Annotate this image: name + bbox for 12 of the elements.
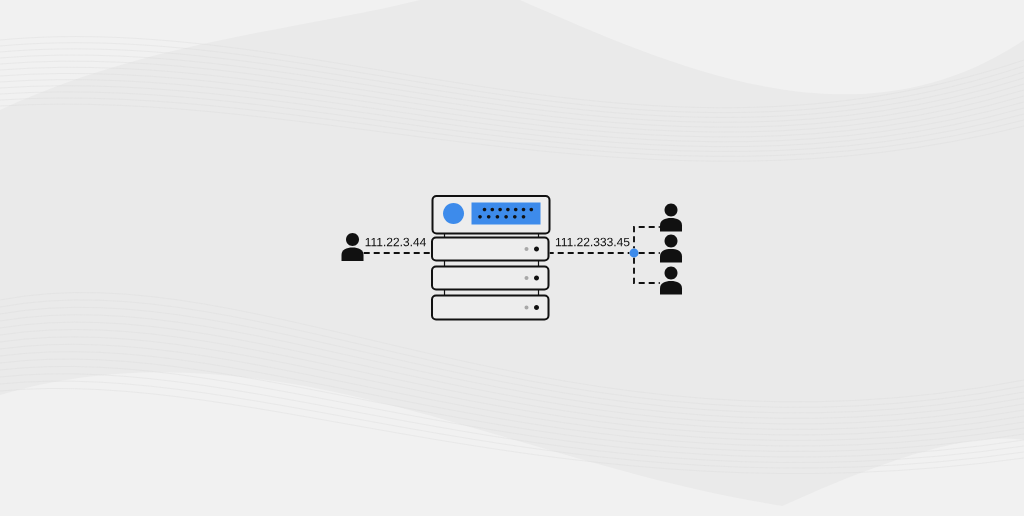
edge-label: 111.22.333.45 [555, 237, 630, 247]
person-icon [341, 233, 364, 261]
dashed-line [637, 252, 661, 254]
person-icon [660, 203, 682, 232]
dashed-line [548, 252, 631, 254]
person-icon [660, 234, 682, 263]
dashed-line [362, 252, 433, 254]
edge-label: 111.22.3.44 [365, 237, 426, 247]
dashed-line [633, 226, 661, 250]
server-rack [431, 195, 551, 321]
person-icon [660, 266, 682, 295]
dashed-line [633, 256, 661, 284]
